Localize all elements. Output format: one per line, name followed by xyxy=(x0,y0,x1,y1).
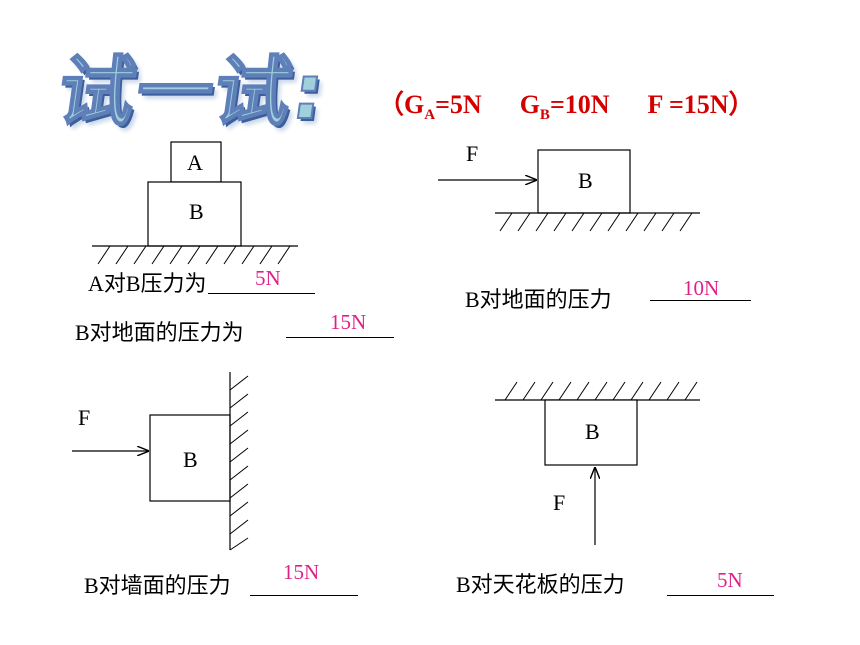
answer-b-on-ceiling: 5N xyxy=(717,568,743,592)
figure-stacked-blocks: A B xyxy=(92,141,298,265)
block-b xyxy=(544,399,638,466)
answer-underline xyxy=(667,595,774,596)
answer-underline xyxy=(286,337,394,338)
ga-value: =5N xyxy=(435,90,482,119)
given-close-paren: ） xyxy=(728,90,755,119)
force-label: F xyxy=(553,490,565,515)
question-text: B对地面的压力 xyxy=(465,287,612,312)
ground-hatching xyxy=(499,212,693,232)
answer-b-on-ground-1: 15N xyxy=(330,310,367,334)
question-text: B对地面的压力为 xyxy=(75,320,244,345)
answer-underline xyxy=(208,293,315,294)
question-text: B对天花板的压力 xyxy=(456,572,625,597)
block-b xyxy=(537,149,631,214)
figure-horizontal-force: F B xyxy=(438,141,700,232)
question-text: A对B压力为 xyxy=(88,271,207,296)
figure-ceiling: B F xyxy=(495,381,700,545)
answer-underline xyxy=(250,595,358,596)
block-b xyxy=(147,181,242,247)
figure-wall: F B xyxy=(72,372,249,551)
wall-hatching xyxy=(229,375,249,551)
gb-sub: B xyxy=(539,107,550,124)
ceiling-hatching xyxy=(504,381,698,401)
gb-value: =10N xyxy=(549,90,610,119)
answer-underline xyxy=(650,300,751,301)
gb-g: G xyxy=(519,90,540,119)
question-a-on-b: A对B压力为 xyxy=(88,266,207,298)
block-a-label: A xyxy=(187,150,203,175)
question-text: B对墙面的压力 xyxy=(84,573,231,598)
question-b-on-ceiling: B对天花板的压力 xyxy=(456,567,625,599)
question-b-on-ground-2: B对地面的压力 xyxy=(465,282,612,314)
answer-a-on-b: 5N xyxy=(255,266,281,290)
question-b-on-wall: B对墙面的压力 xyxy=(84,568,231,600)
block-b-label: B xyxy=(578,168,593,193)
block-b-label: B xyxy=(189,199,204,224)
answer-b-on-ground-2: 10N xyxy=(683,276,720,300)
block-b-label: B xyxy=(183,447,198,472)
given-open-paren: （ xyxy=(378,90,405,119)
block-b-label: B xyxy=(585,419,600,444)
block-b xyxy=(149,414,231,502)
f-value: F =15N xyxy=(647,90,729,119)
ga-sub: A xyxy=(424,107,436,124)
question-b-on-ground-1: B对地面的压力为 xyxy=(75,315,244,347)
ground-hatching xyxy=(97,245,291,265)
force-label: F xyxy=(78,405,90,430)
ga-g: G xyxy=(404,90,425,119)
force-label: F xyxy=(466,141,478,166)
answer-b-on-wall: 15N xyxy=(283,560,320,584)
